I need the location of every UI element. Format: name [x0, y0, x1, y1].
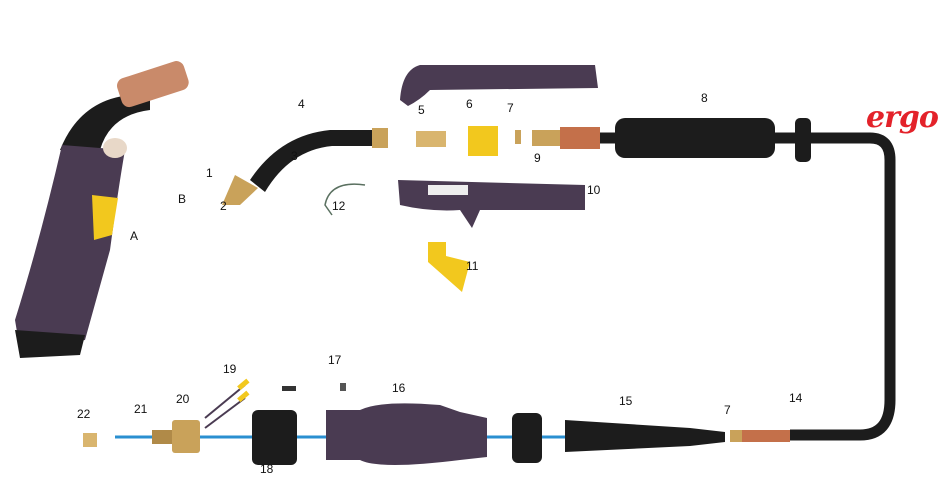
label-10: 10: [587, 183, 601, 197]
label-11: 11: [466, 259, 479, 273]
part-7-nut: [515, 130, 521, 144]
label-21: 21: [134, 402, 148, 416]
part-6-trigger-block: [468, 126, 498, 156]
label-4: 4: [298, 97, 305, 111]
label-20: 20: [176, 392, 190, 406]
label-19: 19: [223, 362, 237, 376]
label-A: A: [130, 229, 139, 243]
label-1: 1: [206, 166, 213, 180]
label-B: B: [178, 192, 187, 206]
label-15: 15: [619, 394, 633, 408]
main-cable: [600, 132, 896, 441]
label-18: 18: [260, 462, 274, 476]
label-6: 6: [466, 97, 473, 111]
label-8: 8: [701, 91, 708, 105]
assembled-torch: [15, 61, 189, 358]
swan-neck: [250, 130, 372, 192]
part-12-wire: [324, 183, 366, 216]
ergo-brand-logo: ergo: [866, 100, 939, 135]
label-2: 2: [220, 199, 227, 213]
label-5: 5: [418, 103, 425, 117]
contact-tip: [222, 175, 258, 205]
label-22: 22: [77, 407, 91, 421]
part-20-adapter: [172, 420, 200, 453]
part-22-nipple: [83, 433, 97, 447]
handle-lower-shell: [398, 180, 585, 228]
label-9: 9: [534, 151, 541, 165]
label-17: 17: [328, 353, 342, 367]
label-3: 3: [291, 149, 298, 163]
part-15-sleeve: [565, 420, 725, 452]
label-16: 16: [392, 381, 406, 395]
label-12: 12: [332, 199, 346, 213]
part-11-trigger: [428, 242, 470, 292]
part-5-bush: [416, 131, 446, 147]
part-16-body: [326, 403, 487, 465]
label-7: 7: [507, 101, 514, 115]
handle-upper-shell: [400, 65, 598, 106]
label-7-lower: 7: [724, 403, 731, 417]
label-14: 14: [789, 391, 803, 405]
